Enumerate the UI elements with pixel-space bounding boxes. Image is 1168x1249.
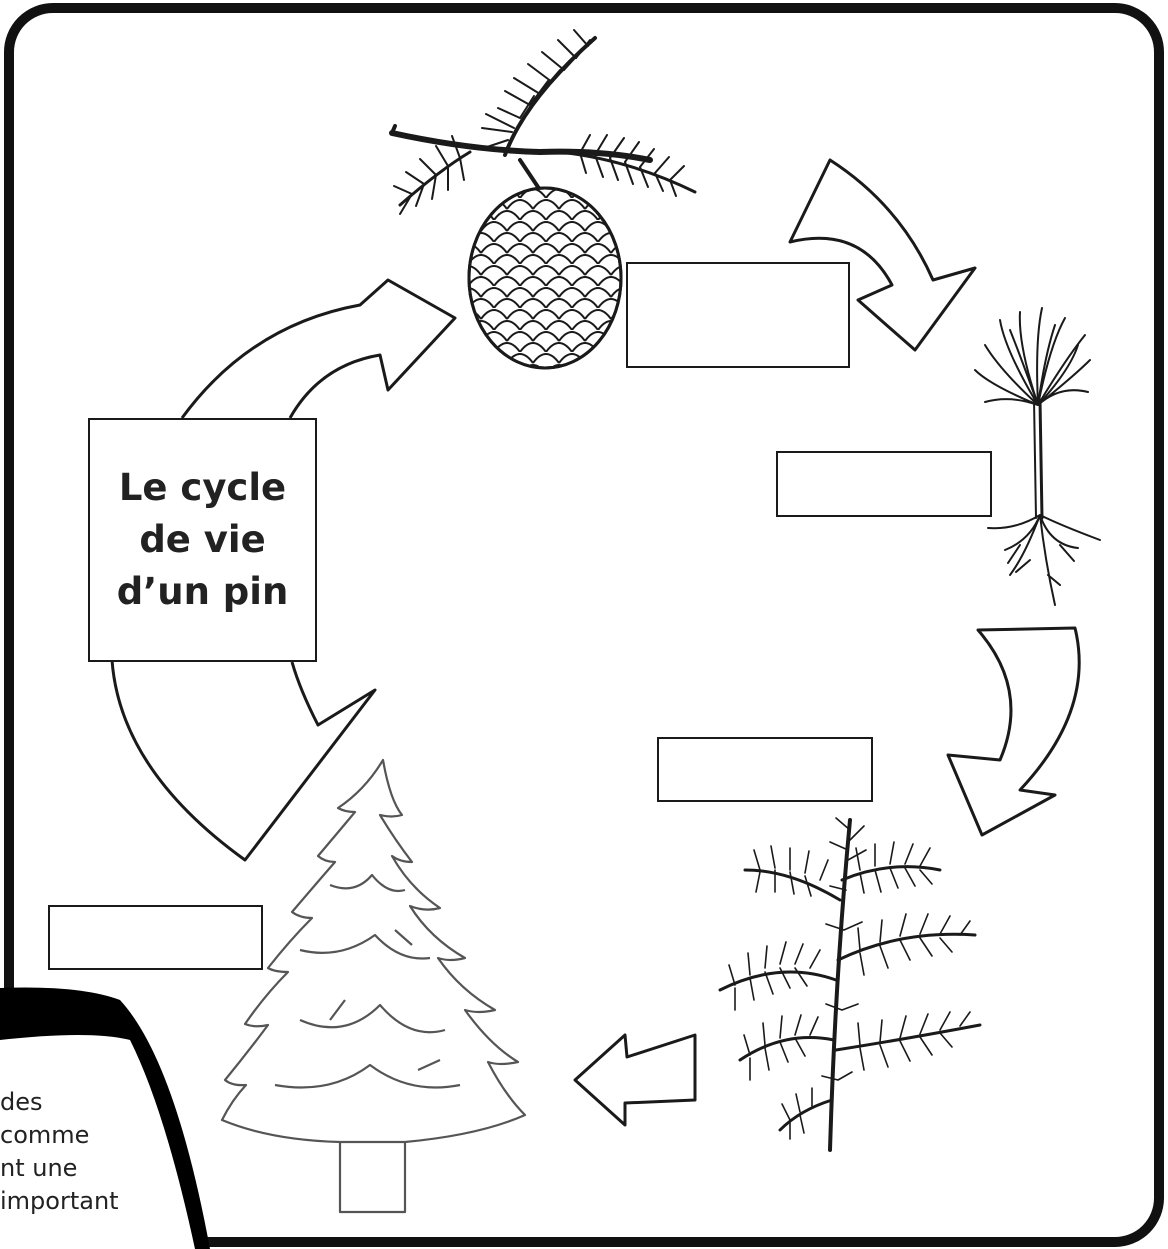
label-box-cone[interactable] (626, 262, 850, 368)
title-line-2: de vie (139, 518, 266, 561)
label-box-tree[interactable] (48, 905, 263, 970)
seedling-illustration (974, 307, 1101, 606)
label-box-sapling[interactable] (657, 737, 873, 802)
mature-tree-illustration (220, 758, 527, 1214)
note-bubble (0, 1035, 195, 1249)
arrow-cone-to-seedling (788, 158, 977, 352)
note-line-2: comme (0, 1121, 90, 1149)
sapling-illustration (718, 817, 982, 1152)
note-line-1: des (0, 1088, 43, 1116)
note-text: des comme nt une important (0, 1086, 240, 1218)
arrow-title-to-cone (180, 278, 457, 419)
title-box: Le cycle de vie d’un pin (88, 418, 317, 662)
note-line-3: nt une (0, 1154, 78, 1182)
pine-cone-illustration (389, 29, 697, 215)
label-box-seedling[interactable] (776, 451, 992, 517)
page-frame (4, 3, 1164, 1247)
cone-body (467, 186, 623, 370)
arrow-seedling-to-sapling (946, 626, 1081, 837)
arrow-sapling-to-tree (573, 1033, 697, 1127)
title-line-1: Le cycle (118, 466, 287, 509)
arrow-tree-to-title (110, 659, 377, 862)
title-line-3: d’un pin (116, 570, 289, 613)
note-line-4: important (0, 1187, 119, 1215)
